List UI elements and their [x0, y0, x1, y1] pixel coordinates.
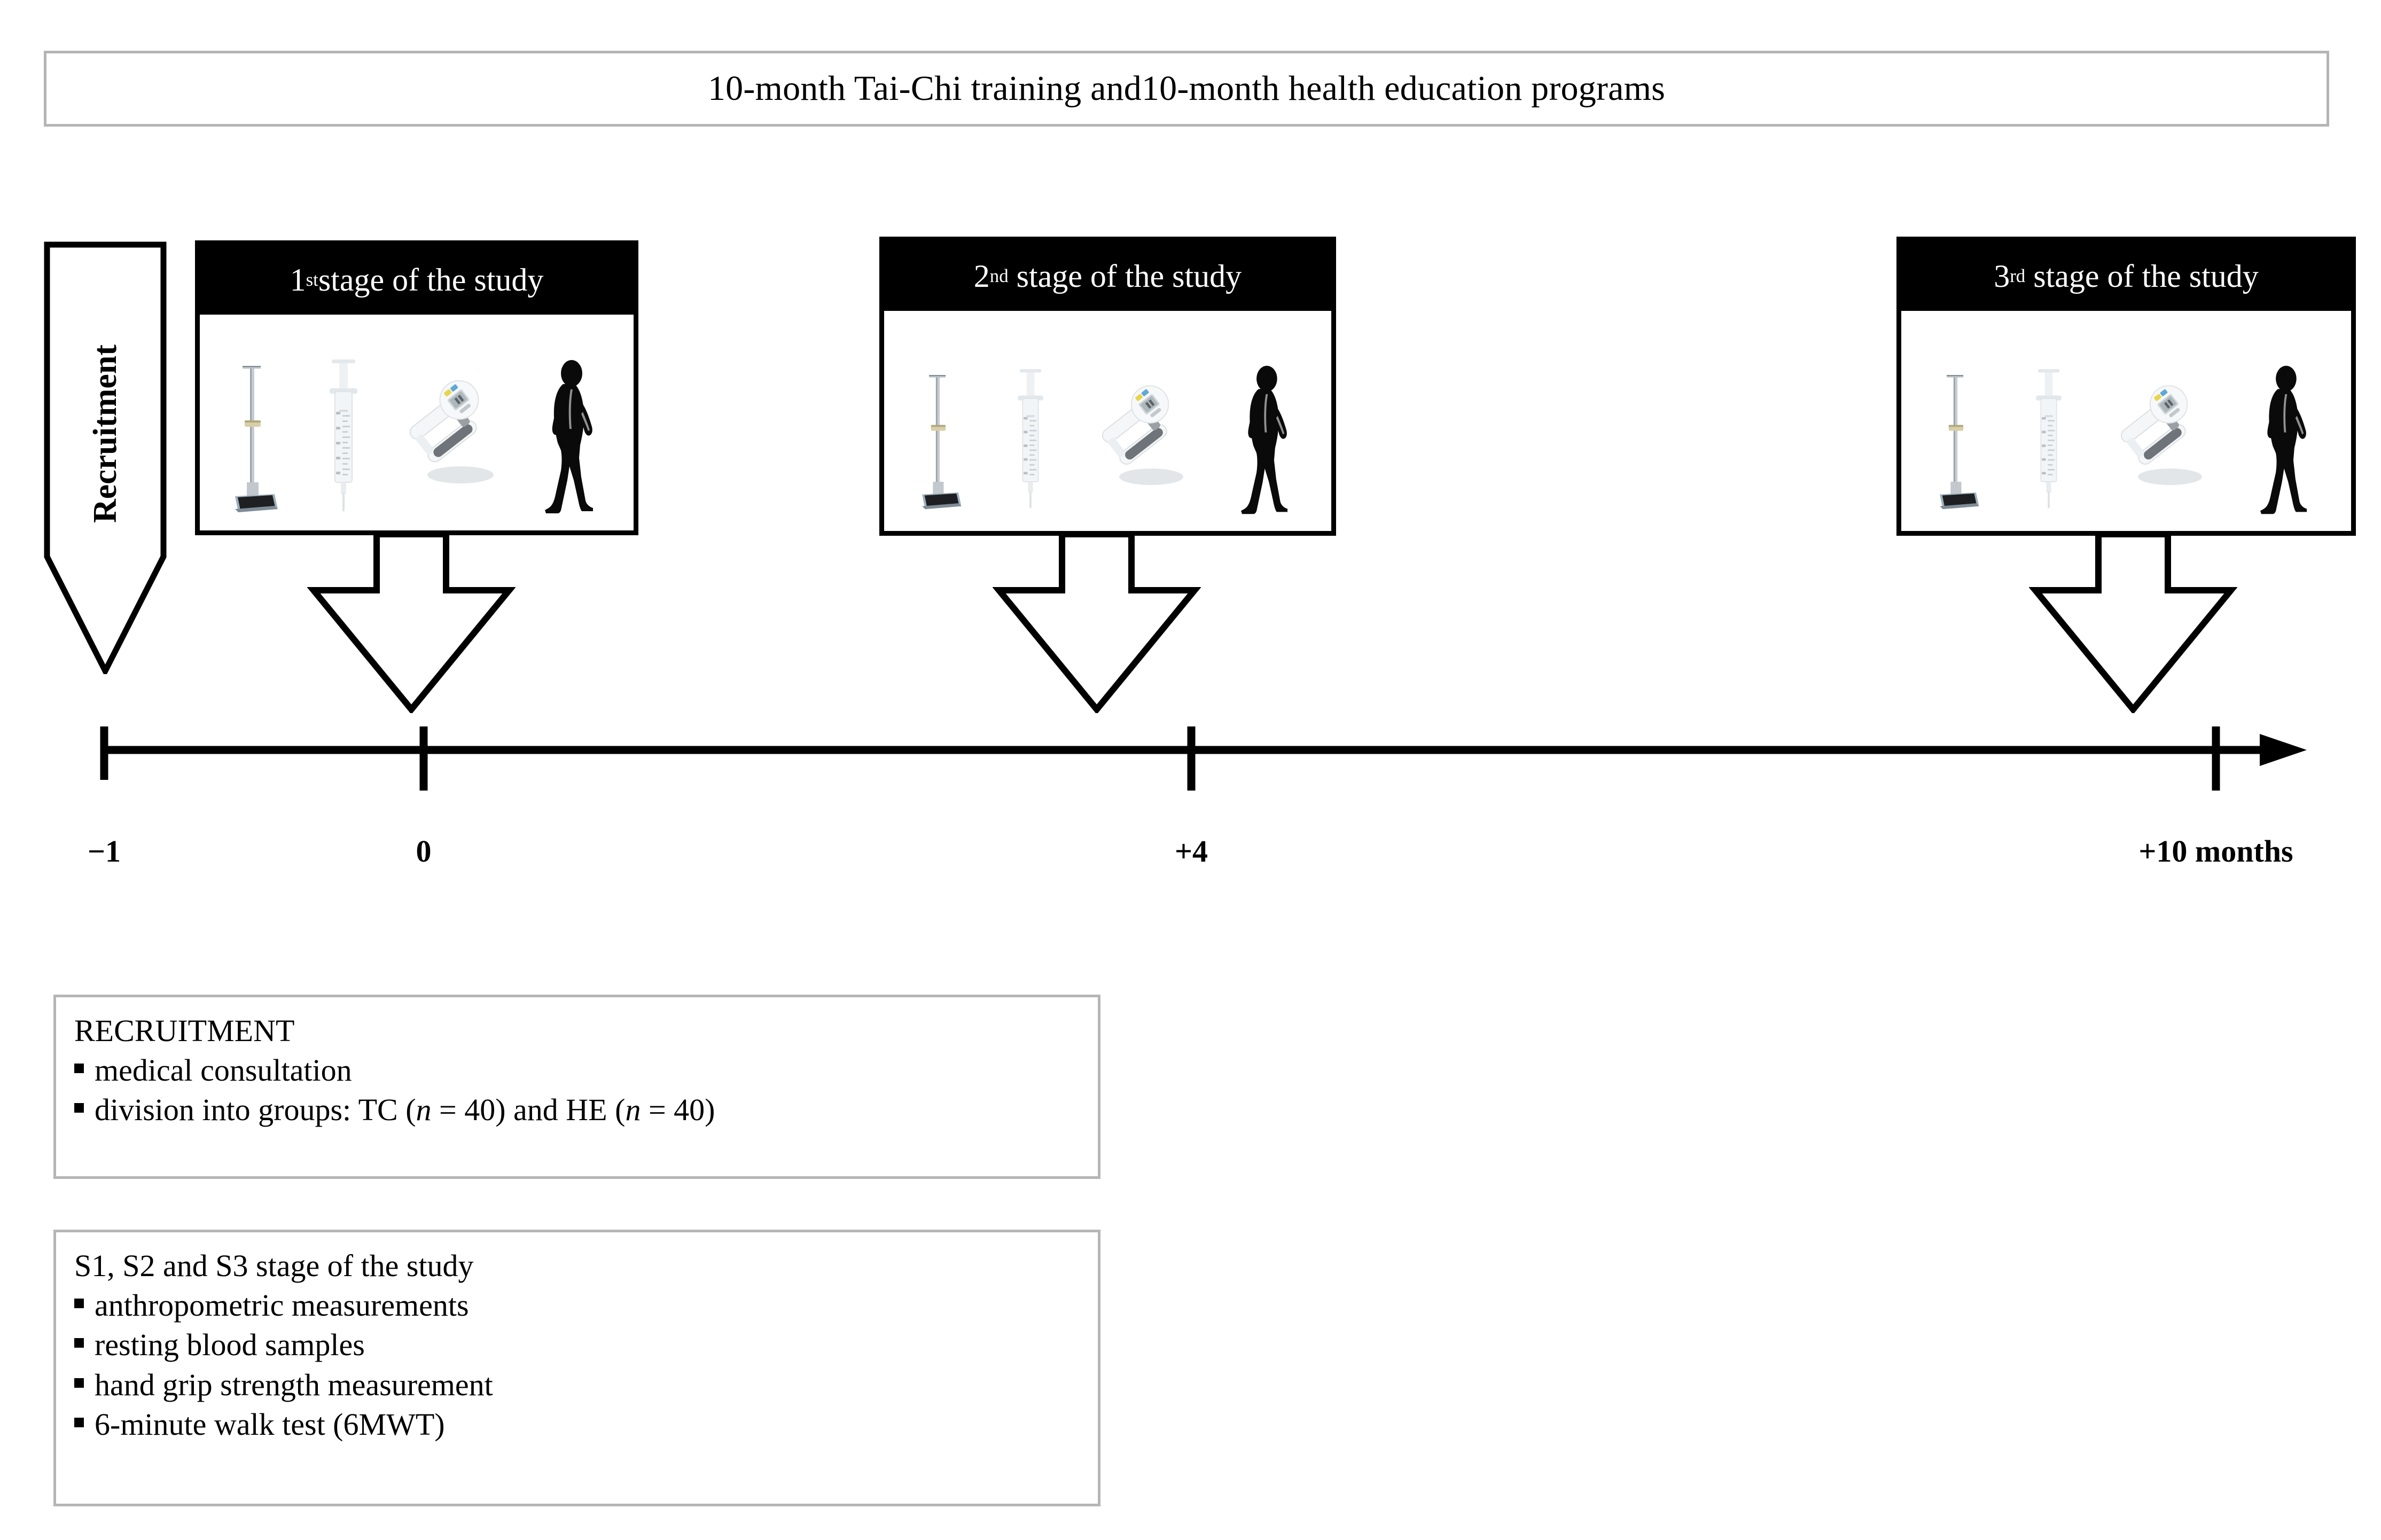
stages-box-heading: S1, S2 and S3 stage of the study	[74, 1248, 474, 1283]
study-timeline-axis: −1 0 +4 +10 months	[80, 726, 2313, 887]
stage-2-down-arrow	[993, 534, 1201, 713]
stage-1-ordinal: 1	[290, 262, 306, 298]
syringe-icon	[311, 315, 376, 517]
stages-item-2: resting blood samples	[95, 1327, 365, 1363]
hand-dynamometer-icon	[1091, 311, 1196, 517]
recruitment-arrow-label: Recruitment	[87, 345, 124, 523]
recruitment-item-2-b: = 40) and HE (	[431, 1092, 626, 1128]
walking-person-icon	[2246, 311, 2323, 517]
stage-1-down-arrow	[307, 534, 516, 713]
stadiometer-scale-icon	[1929, 311, 1988, 517]
recruitment-box-list: medical consultation division into group…	[74, 1051, 1080, 1130]
stages-item-3: hand grip strength measurement	[95, 1367, 493, 1402]
stages-box-list: anthropometric measurements resting bloo…	[74, 1286, 1080, 1444]
tick-label-0: 0	[416, 834, 432, 869]
walking-person-icon	[1227, 311, 1304, 517]
recruitment-arrow-shape: Recruitment	[44, 241, 167, 674]
list-item: 6-minute walk test (6MWT)	[74, 1405, 1080, 1444]
square-bullet-icon	[74, 1103, 84, 1113]
recruitment-item-1: medical consultation	[95, 1053, 352, 1088]
stage-1-icon-row	[200, 315, 634, 530]
square-bullet-icon	[74, 1064, 84, 1074]
hand-dynamometer-icon	[399, 315, 506, 517]
stages-description-box: S1, S2 and S3 stage of the study anthrop…	[53, 1230, 1100, 1506]
recruitment-description-box: RECRUITMENT medical consultation divisio…	[53, 995, 1100, 1179]
hand-dynamometer-icon	[2110, 311, 2214, 517]
stadiometer-scale-icon	[223, 315, 287, 517]
stage-3-icon-row	[1901, 311, 2351, 531]
recruitment-arrow-label-wrap: Recruitment	[44, 241, 167, 626]
stage-3-ordinal: 3	[1994, 259, 2010, 294]
syringe-icon	[1001, 311, 1060, 517]
stage-1-header-rest: stage of the study	[318, 262, 544, 298]
recruitment-item-2-a: division into groups: TC (	[95, 1092, 416, 1128]
stages-item-1: anthropometric measurements	[95, 1288, 469, 1323]
list-item: resting blood samples	[74, 1325, 1080, 1365]
list-item: hand grip strength measurement	[74, 1365, 1080, 1405]
list-item: division into groups: TC (n = 40) and HE…	[74, 1090, 1080, 1130]
recruitment-item-2-c: = 40)	[641, 1092, 715, 1128]
stage-2-ordinal: 2	[973, 259, 990, 294]
tick-label-minus-1: −1	[87, 834, 121, 869]
walking-person-icon	[530, 315, 610, 517]
recruitment-item-2: division into groups: TC (n = 40) and HE…	[95, 1090, 715, 1130]
syringe-icon	[2019, 311, 2078, 517]
square-bullet-icon	[74, 1417, 84, 1427]
programs-title-box: 10-month Tai-Chi training and10-month he…	[44, 51, 2329, 127]
programs-title-text: 10-month Tai-Chi training and10-month he…	[707, 69, 1666, 108]
stage-3-down-arrow	[2029, 534, 2237, 713]
stage-2-icon-row	[884, 311, 1331, 531]
stage-2-header-rest: stage of the study	[1016, 259, 1242, 294]
list-item: medical consultation	[74, 1051, 1080, 1090]
square-bullet-icon	[74, 1378, 84, 1388]
stadiometer-scale-icon	[911, 311, 970, 517]
stages-item-4: 6-minute walk test (6MWT)	[95, 1406, 445, 1442]
square-bullet-icon	[74, 1299, 84, 1309]
list-item: anthropometric measurements	[74, 1286, 1080, 1325]
square-bullet-icon	[74, 1338, 84, 1348]
stage-3-header-rest: stage of the study	[2033, 259, 2259, 294]
recruitment-item-2-n2: n	[625, 1092, 641, 1128]
tick-label-plus-10-months: +10 months	[2138, 834, 2293, 869]
recruitment-item-2-n1: n	[416, 1092, 432, 1128]
tick-label-plus-4: +4	[1174, 834, 1208, 869]
recruitment-box-heading: RECRUITMENT	[74, 1013, 295, 1048]
